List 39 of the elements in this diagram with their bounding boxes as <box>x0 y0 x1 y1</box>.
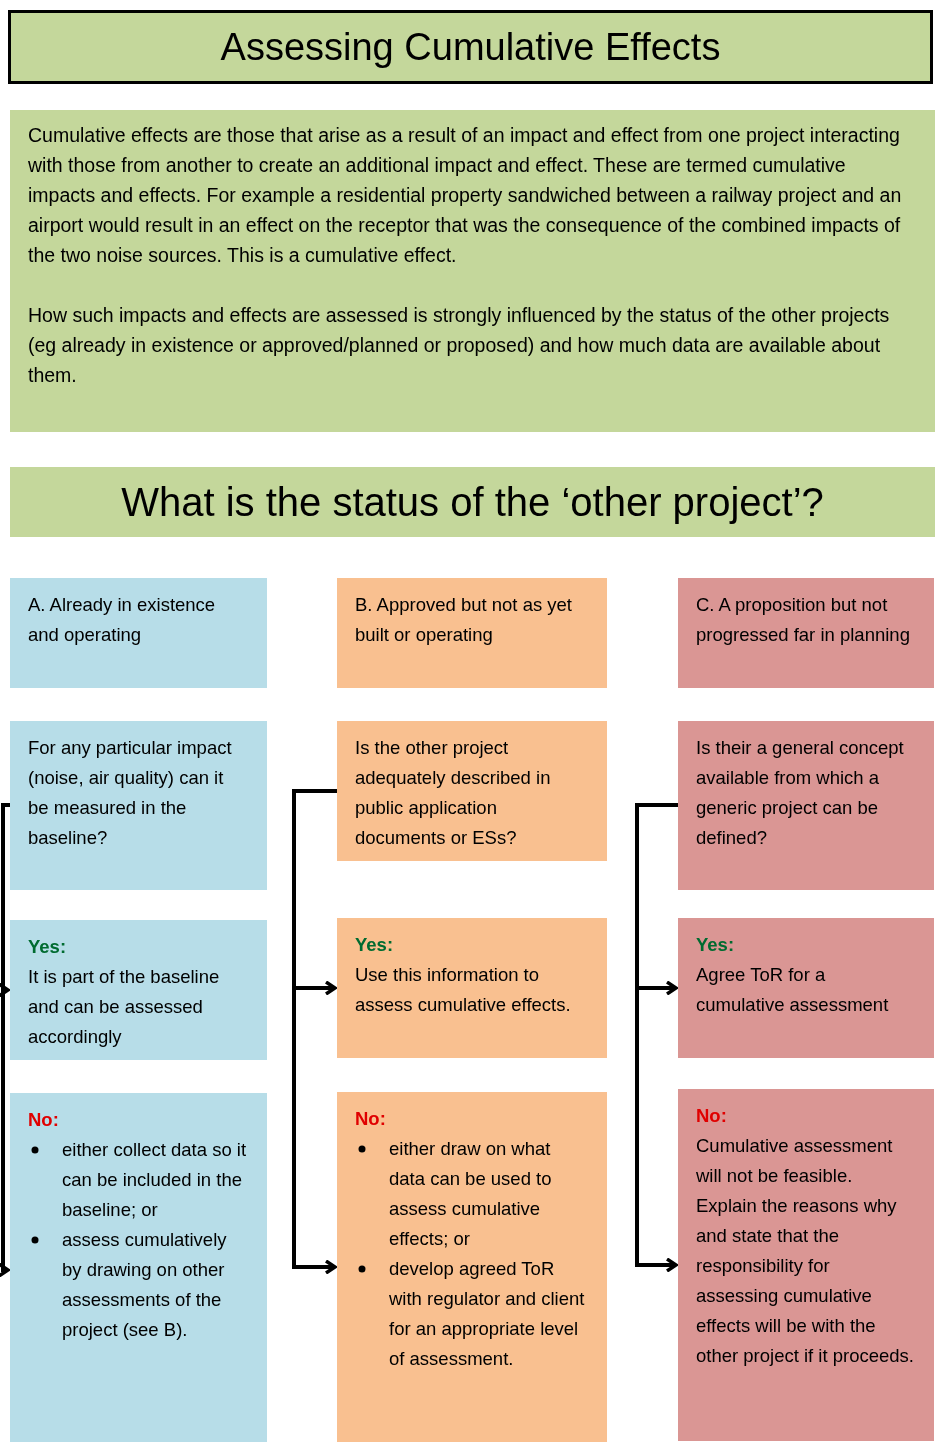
connector-arrow <box>635 803 678 1273</box>
intro-panel <box>10 110 935 432</box>
answer-box <box>10 920 267 1060</box>
answer-label: No: <box>28 1108 59 1132</box>
answer-label: Yes: <box>696 933 735 957</box>
question-box <box>678 721 934 890</box>
bullet-text: develop agreed ToR with regulator and client for an appropriate level of assessment. <box>389 1257 586 1371</box>
answer-label: No: <box>355 1107 386 1131</box>
body-text: B. Approved but not as yet built or operating <box>355 593 573 647</box>
answer-box <box>678 1089 934 1441</box>
paragraph: Cumulative effects are those that arise as a result of an impact and effect from one project interacting with those from another to create an additional impact and effect. These are termed cumulative impacts and effects. For example a residential property sandwiched between a railway project and an airport would result in an effect on the receptor that was the consequence of the combined impacts of the two noise sources. This is a cumulative effect. <box>28 123 903 268</box>
bullet-text: assess cumulatively by drawing on other assessments of the project (see B). <box>62 1228 228 1342</box>
body-text: For any particular impact (noise, air quality) can it be measured in the baseline? <box>28 736 233 850</box>
answer-box <box>337 918 607 1058</box>
question-box <box>10 721 267 890</box>
body-text: It is part of the baseline and can be assessed accordingly <box>28 965 221 1049</box>
body-text: A. Already in existence and operating <box>28 593 217 647</box>
answer-label: Yes: <box>355 933 394 957</box>
answer-box <box>337 1092 607 1442</box>
body-text: C. A proposition but not progressed far in planning <box>696 593 911 647</box>
question-banner <box>10 467 935 537</box>
question-box <box>337 721 607 861</box>
heading-text: What is the status of the ‘other project’? <box>121 479 824 526</box>
status-box <box>678 578 934 688</box>
body-text: Agree ToR for a cumulative assessment <box>696 963 890 1017</box>
answer-label: No: <box>696 1104 727 1128</box>
status-box <box>337 578 607 688</box>
answer-box <box>10 1093 267 1442</box>
answer-box <box>678 918 934 1058</box>
body-text: Use this information to assess cumulative effects. <box>355 963 572 1017</box>
paragraph: How such impacts and effects are assessed is strongly influenced by the status of the other projects (eg already in existence or approved/planned or proposed) and how much data are available about them. <box>28 303 891 388</box>
connector-arrow <box>292 789 337 1275</box>
body-text: Cumulative assessment will not be feasible. Explain the reasons why and state that the responsibility for assessing cumulative effects will be with the other project if it proceeds. <box>696 1134 915 1368</box>
body-text: Is the other project adequately described in public application documents or ESs? <box>355 736 552 850</box>
body-text: Is their a general concept available from which a generic project can be defined? <box>696 736 905 850</box>
title-banner: Assessing Cumulative Effects <box>8 10 933 84</box>
answer-label: Yes: <box>28 935 67 959</box>
connector-arrow <box>0 803 10 1278</box>
status-box <box>10 578 267 688</box>
